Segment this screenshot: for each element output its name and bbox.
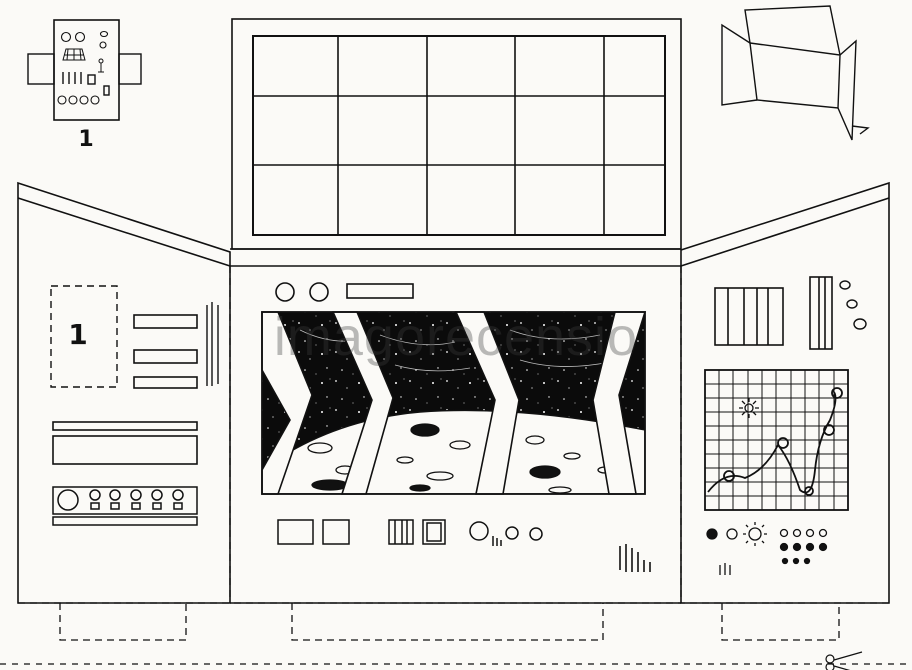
- mini-bottom-buttons-icon: [57, 95, 100, 105]
- mini-dials-icon: [60, 30, 109, 49]
- right-control-panel: [704, 276, 867, 575]
- button-row-icon: [52, 486, 198, 526]
- starburst-icon: [739, 398, 759, 418]
- mini-console-model: [27, 19, 142, 121]
- tall-meter-icon: [809, 276, 833, 350]
- level-bars-icon: [619, 544, 651, 572]
- trajectory-path-icon: [707, 387, 843, 496]
- vertical-lines-icon: [206, 302, 219, 386]
- moon-craters-icon: [307, 423, 613, 494]
- mini-lever-icon: [98, 58, 104, 73]
- glue-tabs: [59, 603, 840, 641]
- radar-grid-screen: [704, 369, 849, 511]
- mini-grid-screen-icon: [62, 48, 86, 61]
- slot-display-icon: [52, 421, 198, 465]
- overhead-screen-flap: [231, 18, 682, 250]
- fold-lines: [0, 266, 912, 665]
- indicator-bars-icon: [133, 314, 198, 389]
- small-knobs-icon: [839, 280, 867, 330]
- center-bottom-controls: [277, 519, 651, 572]
- mini-slider-bars-icon: [62, 72, 110, 96]
- watermark-text: imagorecensio: [274, 307, 638, 367]
- scissors-icon: [825, 651, 863, 670]
- center-top-controls: [275, 282, 414, 302]
- panel-number-label: 1: [68, 318, 87, 351]
- model-number-label: 1: [78, 127, 93, 152]
- overhead-screen-grid: [253, 36, 665, 235]
- open-box-model: [721, 5, 870, 141]
- status-lights-icon: [706, 522, 828, 575]
- space-window-viewport: [261, 311, 647, 495]
- striped-gauge-icon: [714, 287, 784, 346]
- left-control-panel: [50, 285, 219, 526]
